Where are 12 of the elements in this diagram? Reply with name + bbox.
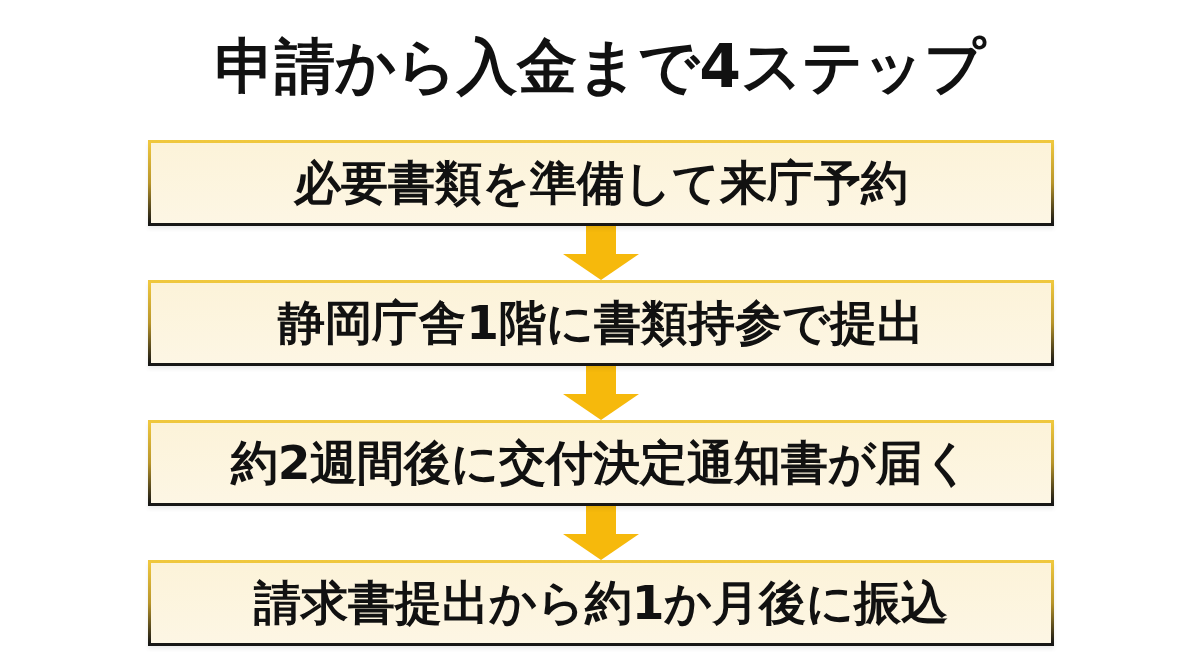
step-text: 静岡庁舎1階に書類持参で提出 [278, 295, 924, 350]
step-text: 約2週間後に交付決定通知書が届く [230, 435, 972, 490]
step-box [148, 140, 1054, 226]
down-arrow [563, 226, 639, 280]
step-box [148, 280, 1054, 366]
step-text: 請求書提出から約1か月後に振込 [253, 575, 949, 630]
down-arrow [563, 366, 639, 420]
title: 申請から入金まで4ステップ [215, 30, 985, 102]
step-box [148, 420, 1054, 506]
step-box [148, 560, 1054, 646]
step-text: 必要書類を準備して来庁予約 [294, 155, 908, 210]
down-arrow [563, 506, 639, 560]
